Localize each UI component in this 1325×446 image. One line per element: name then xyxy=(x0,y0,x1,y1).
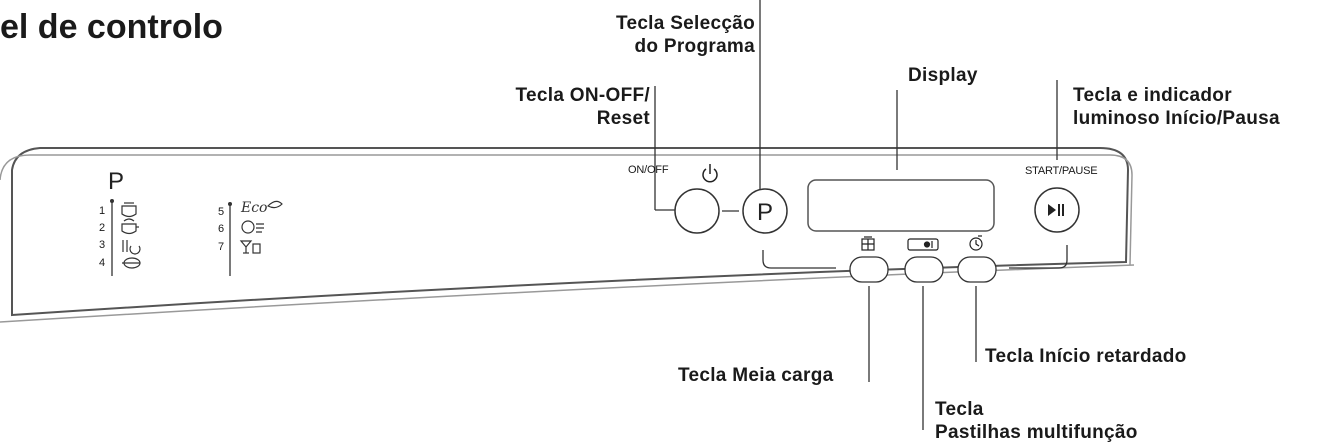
callout-half-load: Tecla Meia carga xyxy=(678,365,834,386)
program-number: 6 xyxy=(218,223,225,235)
program-select-button[interactable] xyxy=(742,188,788,234)
leader-lines xyxy=(654,0,1058,430)
on-off-label: ON/OFF xyxy=(628,164,669,176)
power-icon xyxy=(702,164,718,183)
on-off-button[interactable] xyxy=(674,188,720,234)
program-number: 4 xyxy=(99,257,106,269)
page-title: el de controlo xyxy=(0,8,223,46)
eco-leaf-icon xyxy=(266,200,283,209)
program-list-right xyxy=(228,202,232,276)
crystal-icon xyxy=(239,240,261,254)
program-list-left: P xyxy=(108,168,124,276)
program-number: 3 xyxy=(99,239,106,251)
callout-multi-tablet: Tecla Pastilhas multifunção xyxy=(935,399,1138,443)
glass-plate-icon xyxy=(122,240,141,255)
pot-lid-icon xyxy=(121,218,139,235)
program-number: 2 xyxy=(99,222,106,234)
program-number: 1 xyxy=(99,205,106,217)
start-pause-button[interactable] xyxy=(1034,187,1080,233)
display xyxy=(807,179,995,232)
play-pause-icon xyxy=(1048,204,1064,216)
rinse-icon xyxy=(122,257,141,269)
delayed-start-button[interactable] xyxy=(957,256,997,283)
program-number: 5 xyxy=(218,206,225,218)
panel-outline xyxy=(0,147,1135,323)
callout-delayed-start: Tecla Início retardado xyxy=(985,346,1187,367)
callout-display: Display xyxy=(908,65,978,86)
callout-start-pause: Tecla e indicador luminoso Início/Pausa xyxy=(1073,85,1280,129)
quick-wash-icon xyxy=(241,220,264,234)
multi-tablet-button[interactable] xyxy=(904,256,944,283)
program-button-label: P xyxy=(757,199,773,226)
multi-tablet-icon xyxy=(907,238,939,251)
delay-timer-icon xyxy=(969,235,983,251)
half-load-icon xyxy=(861,236,875,251)
callout-on-off: Tecla ON-OFF/ Reset xyxy=(515,85,650,129)
callout-program-select: Tecla Selecção do Programa xyxy=(615,13,755,57)
program-header: P xyxy=(108,168,124,195)
half-load-button[interactable] xyxy=(849,256,889,283)
start-pause-label: START/PAUSE xyxy=(1025,165,1098,177)
eco-label: Eco xyxy=(240,200,268,216)
program-number: 7 xyxy=(218,241,225,253)
pot-icon xyxy=(121,202,137,218)
